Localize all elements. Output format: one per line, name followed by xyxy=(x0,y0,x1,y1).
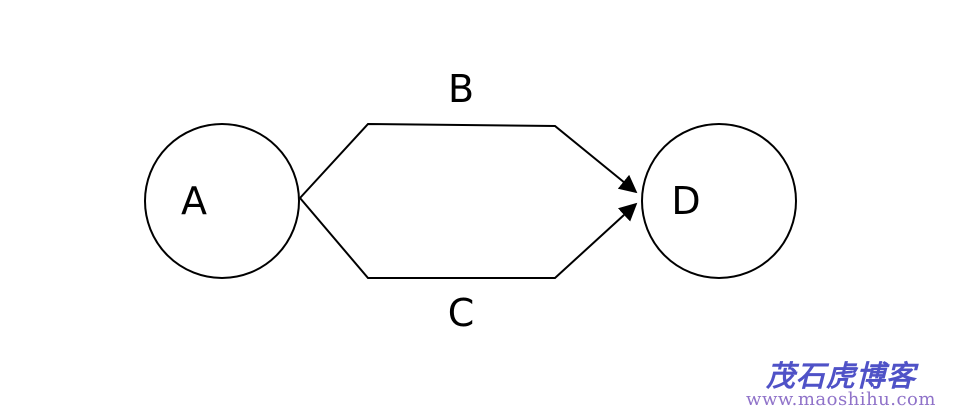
node-a-label: A xyxy=(181,179,207,223)
watermark: 茂石虎博客 www.maoshihu.com xyxy=(746,358,936,411)
watermark-url: www.maoshihu.com xyxy=(746,389,936,411)
node-a-circle xyxy=(144,123,300,279)
node-d-label: D xyxy=(671,179,700,223)
edge-c-label: C xyxy=(448,291,475,335)
node-d-circle xyxy=(641,123,797,279)
edge-c-path xyxy=(299,197,638,279)
edge-b-path xyxy=(299,122,638,199)
watermark-title: 茂石虎博客 xyxy=(765,358,916,393)
edge-b-label: B xyxy=(448,67,474,111)
